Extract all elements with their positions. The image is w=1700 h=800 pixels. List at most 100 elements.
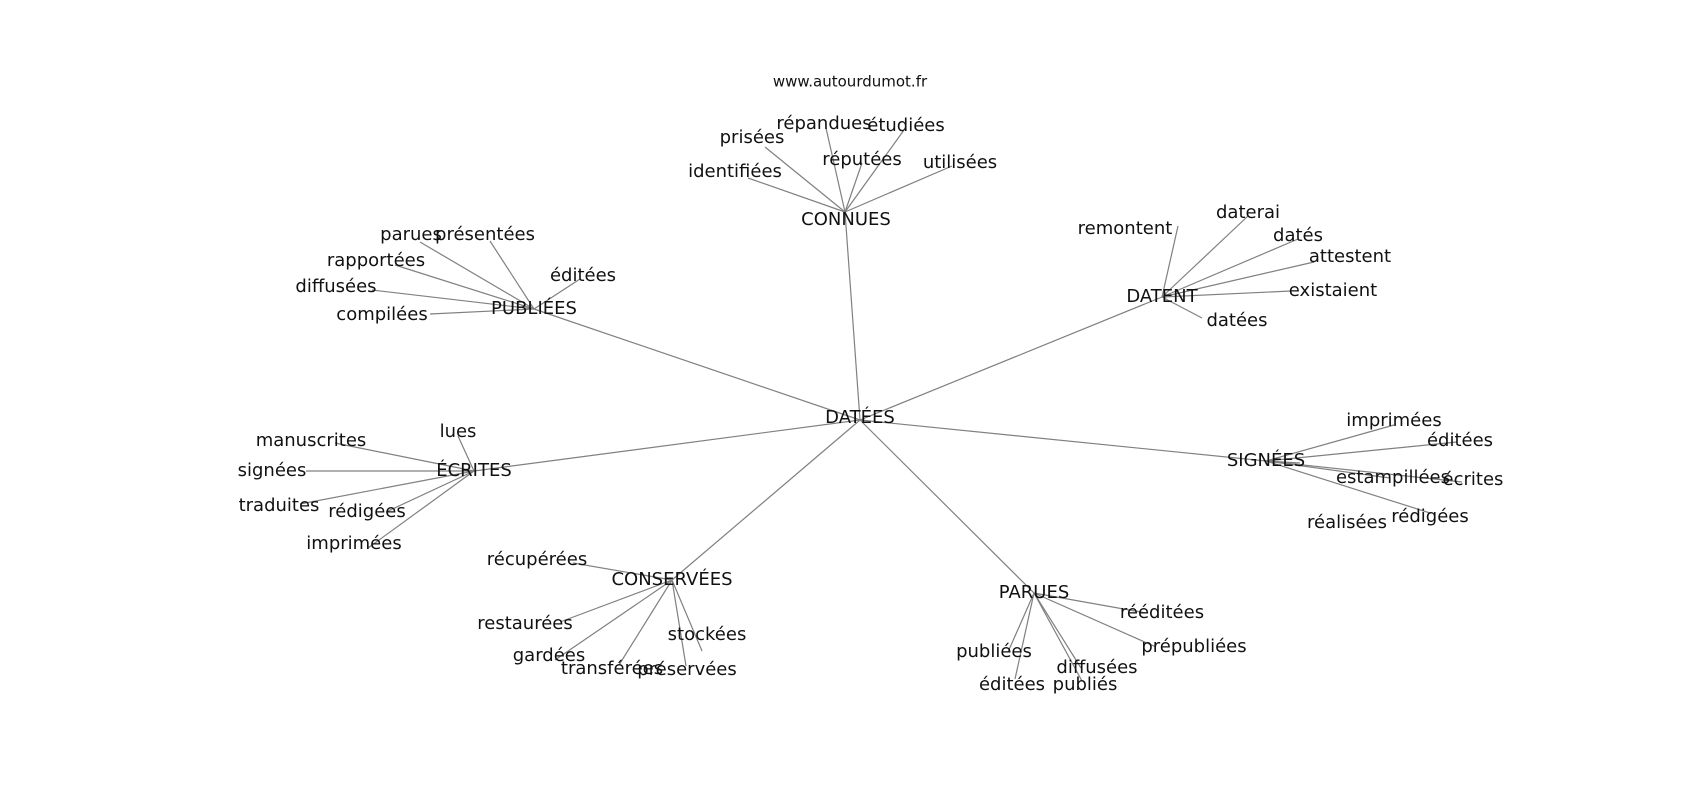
leaf-node: présentées — [435, 224, 535, 245]
edge-hub-leaf — [367, 470, 475, 549]
edge-center-hub — [533, 308, 861, 421]
edge-center-hub — [473, 419, 861, 472]
leaf-node: réalisées — [1307, 512, 1387, 533]
edge-hub-leaf — [1265, 460, 1391, 479]
edge-hub-leaf — [334, 442, 475, 472]
graph-edges — [299, 127, 1463, 682]
leaf-node: éditées — [1427, 430, 1493, 451]
leaf-node: identifiées — [688, 161, 782, 182]
leaf-node: attestent — [1309, 246, 1391, 267]
hub-node: ÉCRITES — [436, 459, 512, 481]
leaf-node: stockées — [668, 624, 747, 645]
leaf-node: éditées — [550, 265, 616, 286]
edge-hub-leaf — [533, 278, 581, 310]
edge-hub-leaf — [1033, 592, 1157, 648]
hub-node: SIGNÉES — [1227, 449, 1305, 471]
leaf-node: daterai — [1216, 202, 1280, 223]
leaf-node: éditées — [979, 674, 1045, 695]
edge-hub-leaf — [1033, 592, 1147, 614]
leaf-node: traduites — [239, 495, 320, 516]
edge-hub-leaf — [1161, 215, 1249, 298]
leaf-node: utilisées — [923, 152, 997, 173]
leaf-node: diffusées — [1056, 657, 1137, 678]
edge-hub-leaf — [764, 146, 846, 213]
center-node: DATÉES — [825, 406, 895, 428]
edge-hub-leaf — [825, 127, 846, 213]
leaf-node: publiées — [956, 641, 1032, 662]
edge-hub-leaf — [1161, 238, 1299, 298]
leaf-node: estampillées — [1336, 467, 1450, 488]
edge-hub-leaf — [1265, 460, 1301, 464]
leaf-node: répandues — [776, 113, 871, 134]
leaf-node: restaurées — [477, 613, 572, 634]
leaf-node: imprimées — [306, 533, 401, 554]
hub-node: CONNUES — [801, 209, 891, 230]
leaf-node: rapportées — [327, 250, 425, 271]
leaf-node: prisées — [720, 127, 785, 148]
edge-hub-leaf — [1161, 225, 1179, 298]
leaf-node: transférées — [561, 658, 663, 679]
edge-hub-leaf — [1161, 290, 1292, 298]
leaf-node: datées — [1206, 310, 1267, 331]
hub-node: PARUES — [999, 582, 1070, 603]
edge-hub-leaf — [618, 579, 673, 666]
leaf-node: gardées — [513, 645, 586, 666]
leaf-node: manuscrites — [256, 430, 367, 451]
leaf-node: existaient — [1289, 280, 1377, 301]
edge-hub-leaf — [844, 129, 905, 213]
edge-hub-leaf — [747, 177, 846, 213]
leaf-node: étudiées — [867, 115, 945, 136]
edge-hub-leaf — [429, 308, 535, 315]
edge-hub-leaf — [844, 165, 953, 213]
leaf-node: lues — [440, 421, 477, 442]
leaf-node: écrites — [1443, 469, 1504, 490]
edge-hub-leaf — [419, 241, 535, 310]
leaf-node: signées — [238, 460, 307, 481]
edge-hub-leaf — [394, 264, 535, 310]
edge-hub-leaf — [371, 289, 535, 310]
edge-hub-leaf — [572, 562, 673, 581]
edge-center-hub — [671, 419, 861, 581]
edge-hub-leaf — [385, 470, 475, 513]
leaf-node: rééditées — [1120, 602, 1204, 623]
hub-node: PUBLIÉES — [491, 297, 577, 319]
edge-hub-leaf — [559, 579, 673, 623]
edge-center-hub — [844, 211, 861, 421]
leaf-node: compilées — [336, 304, 427, 325]
edge-center-hub — [859, 419, 1035, 594]
edge-hub-leaf — [1033, 592, 1083, 682]
edge-hub-leaf — [1033, 592, 1082, 669]
edge-hub-leaf — [1265, 460, 1431, 514]
edge-hub-leaf — [1265, 460, 1463, 483]
leaf-node: rédigées — [1391, 506, 1468, 527]
edge-hub-leaf — [671, 579, 703, 652]
leaf-node: prépubliées — [1141, 636, 1246, 657]
edge-hub-leaf — [1161, 296, 1203, 319]
edge-hub-leaf — [1265, 424, 1395, 462]
leaf-node: imprimées — [1346, 410, 1441, 431]
leaf-node: parues — [380, 224, 442, 245]
edge-hub-leaf — [1161, 261, 1315, 298]
leaf-node: diffusées — [295, 276, 376, 297]
edge-hub-leaf — [671, 579, 687, 667]
edge-center-hub — [859, 419, 1267, 462]
hub-node: DATENT — [1126, 286, 1198, 307]
edge-hub-leaf — [457, 435, 475, 472]
leaf-node: récupérées — [487, 549, 587, 570]
edge-hub-leaf — [844, 162, 863, 213]
edge-hub-leaf — [1265, 441, 1458, 462]
leaf-node: préservées — [637, 659, 737, 680]
edge-hub-leaf — [1007, 592, 1035, 653]
site-watermark: www.autourdumot.fr — [773, 73, 928, 91]
leaf-node: rédigées — [328, 501, 405, 522]
leaf-node: réputées — [822, 149, 902, 170]
edge-hub-leaf — [299, 470, 475, 505]
edge-center-hub — [859, 296, 1163, 421]
leaf-node: datés — [1273, 225, 1323, 246]
edge-hub-leaf — [554, 579, 673, 661]
leaf-node: publiés — [1053, 674, 1118, 695]
leaf-node: remontent — [1078, 218, 1173, 239]
edge-hub-leaf — [489, 240, 535, 310]
